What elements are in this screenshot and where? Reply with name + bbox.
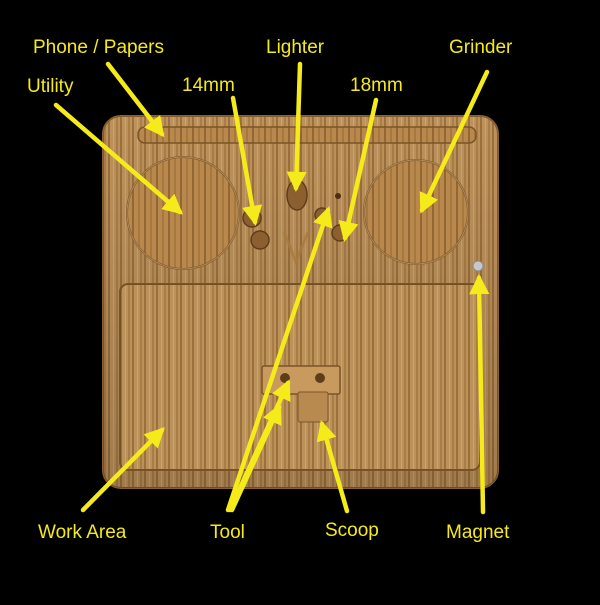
label-18mm: 18mm: [350, 75, 403, 96]
arrow-grinder: [419, 69, 490, 214]
label-phone-papers: Phone / Papers: [33, 37, 164, 58]
label-14mm: 14mm: [182, 75, 235, 96]
hole-14mm-b: [250, 230, 270, 250]
pin-hole: [335, 193, 341, 199]
arrow-tool-a: [225, 206, 333, 513]
arrow-tool-c: [229, 403, 282, 513]
arrow-magnet: [469, 273, 490, 515]
label-magnet: Magnet: [446, 522, 510, 543]
label-tool: Tool: [210, 522, 245, 543]
utility-bowl: [126, 156, 240, 270]
arrow-utility: [53, 102, 184, 215]
grinder-bowl: [363, 159, 469, 265]
label-work-area: Work Area: [38, 522, 127, 543]
arrow-18mm: [338, 97, 379, 242]
scoop-notch: [297, 391, 329, 423]
arrow-scoop: [316, 420, 350, 514]
arrow-phone-papers: [105, 61, 165, 138]
logo-emboss: [282, 231, 310, 267]
phone-papers-slot: [137, 126, 477, 144]
label-grinder: Grinder: [449, 37, 513, 58]
arrow-14mm: [230, 95, 263, 226]
label-utility: Utility: [27, 76, 74, 97]
arrow-lighter: [286, 61, 307, 193]
arrow-work-area: [80, 427, 165, 513]
label-lighter: Lighter: [266, 37, 325, 58]
label-scoop: Scoop: [325, 520, 379, 541]
magnet-dot: [472, 260, 484, 272]
